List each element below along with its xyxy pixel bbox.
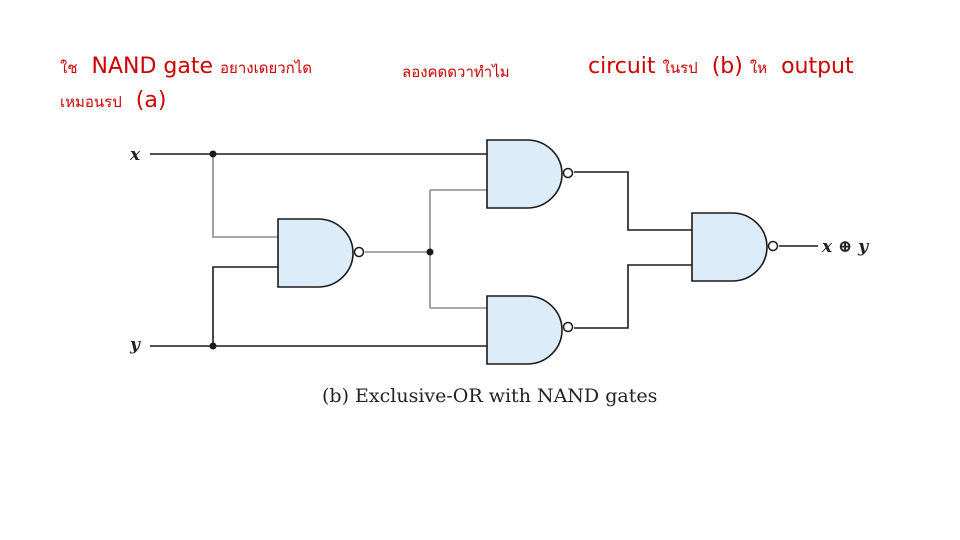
figure-ref-b: (b) bbox=[711, 54, 743, 79]
thai-text: ให bbox=[749, 59, 768, 77]
nand-gate-term: NAND gate bbox=[91, 54, 214, 79]
input-x-label: x bbox=[129, 145, 141, 165]
nand-gate-1 bbox=[486, 139, 574, 209]
nand-gate-3 bbox=[486, 295, 574, 365]
wire-gate3-to-gate4 bbox=[574, 264, 692, 329]
instruction-line-2: เหมอนรป (a) bbox=[60, 88, 166, 114]
thai-text: อยางเดยวกได bbox=[220, 59, 313, 77]
input-y-label: y bbox=[129, 335, 141, 355]
thai-text: ใช bbox=[60, 59, 78, 77]
nand-gate-2 bbox=[277, 218, 365, 288]
junction-dot bbox=[209, 150, 217, 158]
wire-y-to-gate2 bbox=[212, 266, 278, 346]
figure-ref-a: (a) bbox=[135, 88, 167, 113]
junction-dot bbox=[426, 248, 434, 256]
instruction-line-1c: circuit ในรป (b) ให output bbox=[588, 54, 854, 80]
wire-gate1-to-gate4 bbox=[574, 171, 692, 231]
instruction-line-1b: ลองคดดวาทำไม bbox=[402, 60, 510, 84]
thai-text: ในรป bbox=[662, 59, 698, 77]
figure-caption: (b) Exclusive-OR with NAND gates bbox=[322, 385, 657, 407]
wire-x-to-gate2 bbox=[212, 154, 278, 238]
output-term: output bbox=[781, 54, 854, 79]
thai-text: เหมอนรป bbox=[60, 93, 122, 111]
thai-text: ลองคดดวาทำไม bbox=[402, 63, 510, 81]
junction-dot bbox=[209, 342, 217, 350]
nand-gate-4 bbox=[691, 212, 779, 282]
instruction-line-1: ใช NAND gate อยางเดยวกได bbox=[60, 54, 312, 80]
output-label: x ⊕ y bbox=[821, 237, 869, 257]
circuit-term: circuit bbox=[588, 54, 656, 79]
